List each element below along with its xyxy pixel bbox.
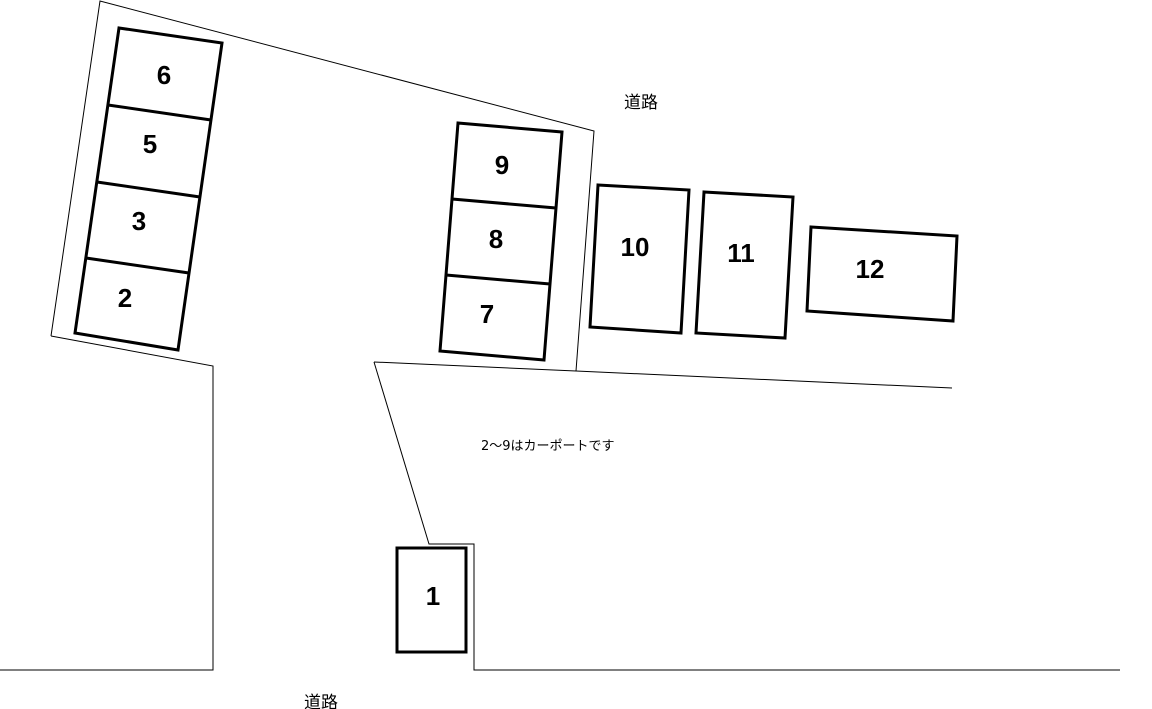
divider-3-2 xyxy=(85,256,190,275)
stall-10[interactable]: 10 xyxy=(588,183,691,335)
stall-12-label[interactable]: 12 xyxy=(856,254,885,284)
stall-11[interactable]: 11 xyxy=(694,190,795,340)
carport-note: 2〜9はカーポートです xyxy=(481,439,615,454)
stall-3-label[interactable]: 3 xyxy=(132,206,146,236)
road-label-top: 道路 xyxy=(624,93,658,113)
stall-11-box[interactable] xyxy=(694,190,795,340)
stall-6-label[interactable]: 6 xyxy=(157,60,171,90)
carport-group-left: 6 5 3 2 xyxy=(73,26,224,352)
stall-11-label[interactable]: 11 xyxy=(727,238,755,268)
boundary-driveway-left xyxy=(373,361,1120,671)
stall-10-label[interactable]: 10 xyxy=(621,232,650,262)
carport-group-middle: 9 8 7 xyxy=(438,121,564,362)
stall-10-box[interactable] xyxy=(588,183,691,335)
road-label-bottom: 道路 xyxy=(304,693,338,709)
stall-7-label[interactable]: 7 xyxy=(480,299,494,329)
divider-6-5 xyxy=(107,103,212,122)
boundary-upper-lot xyxy=(50,0,595,372)
boundary-driveway-top xyxy=(373,361,953,389)
lot-boundaries xyxy=(0,0,1120,671)
stall-1[interactable]: 1 xyxy=(395,546,468,654)
stall-5-label[interactable]: 5 xyxy=(143,129,157,159)
divider-5-3 xyxy=(96,180,201,199)
stall-9-label[interactable]: 9 xyxy=(495,150,509,180)
stall-12-box[interactable] xyxy=(805,225,959,323)
stall-1-label[interactable]: 1 xyxy=(426,581,440,611)
stall-1-box[interactable] xyxy=(395,546,468,654)
divider-9-8 xyxy=(451,197,557,210)
divider-8-7 xyxy=(445,273,551,286)
boundary-left-lower xyxy=(0,335,214,671)
stall-2-label[interactable]: 2 xyxy=(118,283,132,313)
stall-8-label[interactable]: 8 xyxy=(489,224,503,254)
stall-12[interactable]: 12 xyxy=(805,225,959,323)
